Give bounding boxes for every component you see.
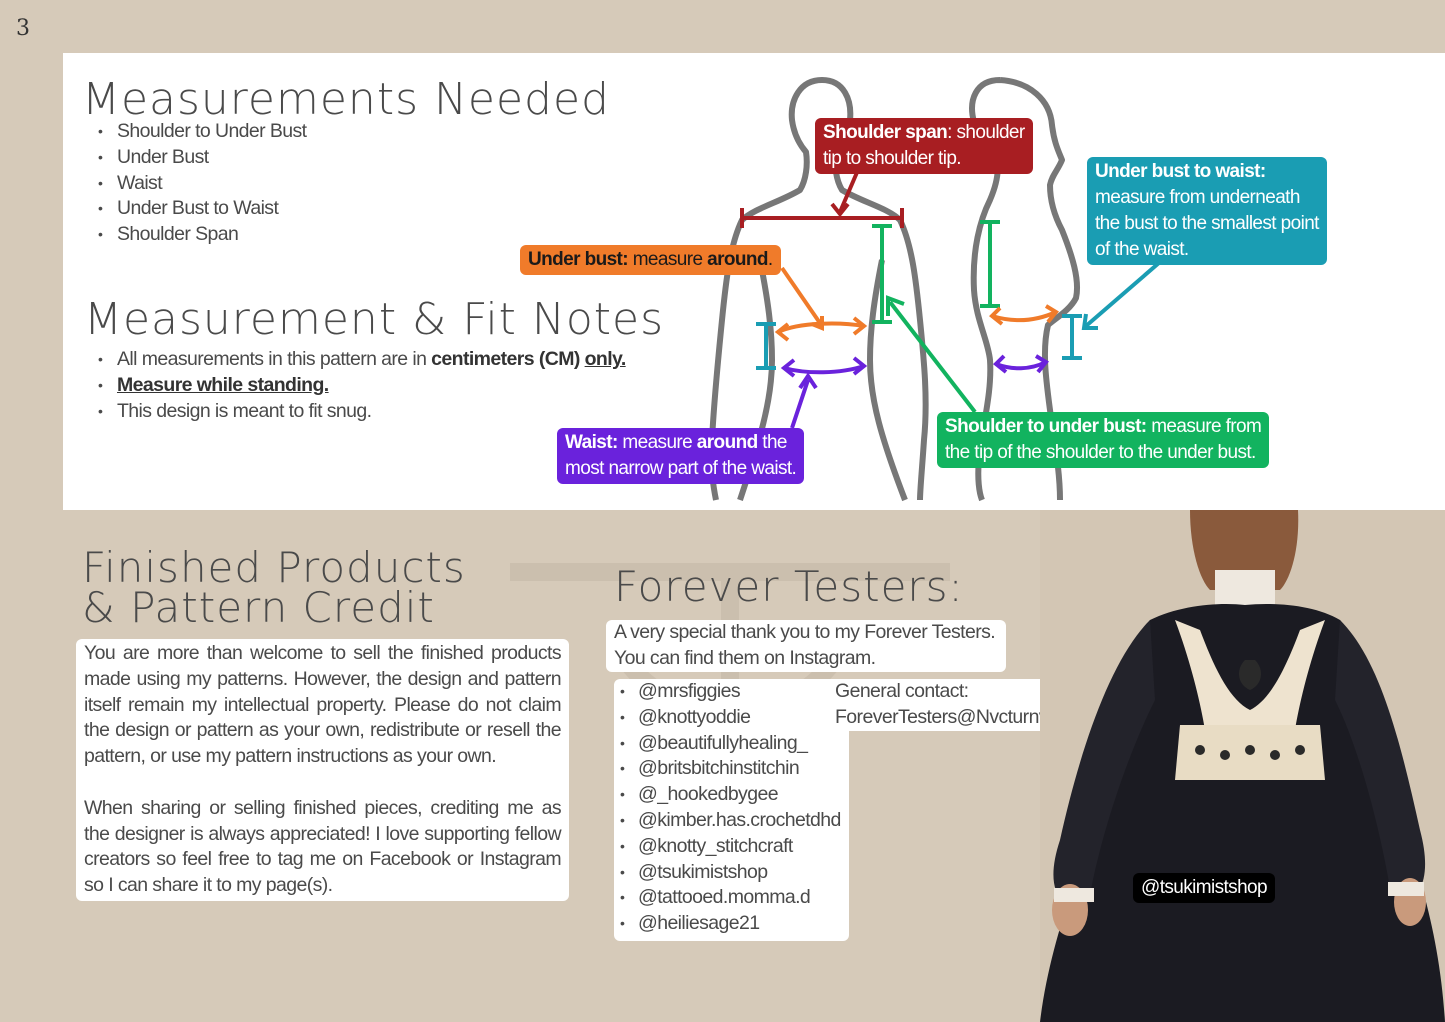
fit-note-item: Measure while standing. [82, 373, 626, 399]
contact-email: ForeverTesters@Nvcturnvl.com [835, 705, 1092, 728]
callout-text: of the waist. [1095, 239, 1189, 260]
fit-note-item: This design is meant to fit snug. [82, 399, 626, 425]
callout-bold: Waist: [565, 432, 618, 453]
callout-bold: Under bust: [528, 249, 629, 270]
measurement-item: Under Bust [82, 145, 307, 171]
tester-handle: @beautifullyhealing_ [614, 731, 841, 757]
measurement-item: Shoulder Span [82, 222, 307, 248]
fit-note-bold: centimeters (CM) [431, 348, 580, 370]
measurements-list: Shoulder to Under Bust Under Bust Waist … [82, 119, 307, 248]
model-photo [1040, 510, 1445, 1022]
fit-note-underlined: only. [584, 348, 627, 370]
tester-handle: @kimber.has.crochetdhd [614, 808, 841, 834]
credit-paragraph: You are more than welcome to sell the fi… [84, 642, 562, 768]
fit-note-text: All measurements in this pattern are in [117, 348, 432, 370]
page-number: 3 [16, 16, 30, 41]
tester-handle: @britsbitchinstitchin [614, 756, 841, 782]
fit-notes-list: All measurements in this pattern are in … [82, 347, 626, 424]
callout-text: measure [628, 249, 708, 270]
front-body-outline [708, 77, 929, 502]
callout-text: the tip of the shoulder to the under bus… [945, 442, 1256, 463]
waist-marker [780, 354, 1049, 429]
testers-intro: A very special thank you to my Forever T… [606, 620, 1006, 672]
measurements-title: Measurements Needed [82, 74, 610, 125]
shoulder-under-bust-callout: Shoulder to under bust: measure from the… [937, 412, 1270, 468]
measurement-item: Waist [82, 171, 307, 197]
callout-text: measure [617, 432, 697, 453]
credit-text-box: You are more than welcome to sell the fi… [76, 639, 569, 901]
model-illustration [1040, 510, 1445, 1022]
under-bust-waist-callout: Under bust to waist: measure from undern… [1087, 157, 1327, 265]
shoulder-span-callout: Shoulder span: shoulder tip to shoulder … [815, 118, 1033, 174]
callout-bold: around [707, 249, 768, 270]
testers-intro-line: A very special thank you to my Forever T… [614, 621, 996, 643]
fit-note-item: All measurements in this pattern are in … [82, 347, 626, 373]
front-silhouette [708, 77, 929, 502]
testers-intro-line: You can find them on Instagram. [614, 646, 876, 669]
callout-text: : shoulder [947, 122, 1025, 143]
credit-title-line1: Finished Products [82, 543, 466, 592]
tester-handle: @tattooed.momma.d [614, 885, 841, 911]
callout-text: tip to shoulder tip. [823, 148, 962, 169]
credit-title-line2: & Pattern Credit [82, 583, 435, 632]
tester-handle: @heiliesage21 [614, 911, 841, 937]
shoulder-under-bust-marker [872, 220, 1000, 414]
under-bust-waist-marker [756, 260, 1162, 370]
contact-label: General contact: [835, 680, 969, 702]
testers-list: @mrsfiggies @knottyoddie @beautifullyhea… [614, 679, 849, 941]
callout-bold: Shoulder to under bust: [945, 416, 1147, 437]
tester-handle: @knottyoddie [614, 705, 841, 731]
callout-text: the [757, 432, 787, 453]
callout-text: measure from underneath [1095, 187, 1300, 208]
measurement-item: Under Bust to Waist [82, 196, 307, 222]
callout-text: measure from [1146, 416, 1262, 437]
callout-text: . [767, 249, 773, 270]
tester-handle: @_hookedbygee [614, 782, 841, 808]
testers-title: Forever Testers: [614, 562, 964, 611]
shoulder-span-marker [740, 169, 904, 228]
callout-text: most narrow part of the waist. [565, 458, 797, 479]
tester-handle: @tsukimistshop [614, 860, 841, 886]
credit-paragraph: When sharing or selling finished pieces,… [84, 796, 562, 897]
waist-callout: Waist: measure around the most narrow pa… [557, 428, 805, 484]
callout-text: the bust to the smallest point [1095, 213, 1319, 234]
callout-bold: Shoulder span [823, 122, 948, 143]
fit-note-standing: Measure while standing. [117, 373, 329, 396]
callout-bold: around [696, 432, 758, 453]
tester-handle: @knotty_stitchcraft [614, 834, 841, 860]
measurement-item: Shoulder to Under Bust [82, 119, 307, 145]
callout-bold: Under bust to waist: [1095, 161, 1266, 182]
fit-notes-title: Measurement & Fit Notes [84, 294, 665, 345]
under-bust-callout: Under bust: measure around. [520, 245, 781, 275]
under-bust-marker [774, 266, 1059, 342]
tester-handle: @mrsfiggies [614, 679, 841, 705]
credit-title: Finished Products & Pattern Credit [82, 547, 466, 629]
photo-handle-badge: @tsukimistshop [1133, 873, 1275, 903]
